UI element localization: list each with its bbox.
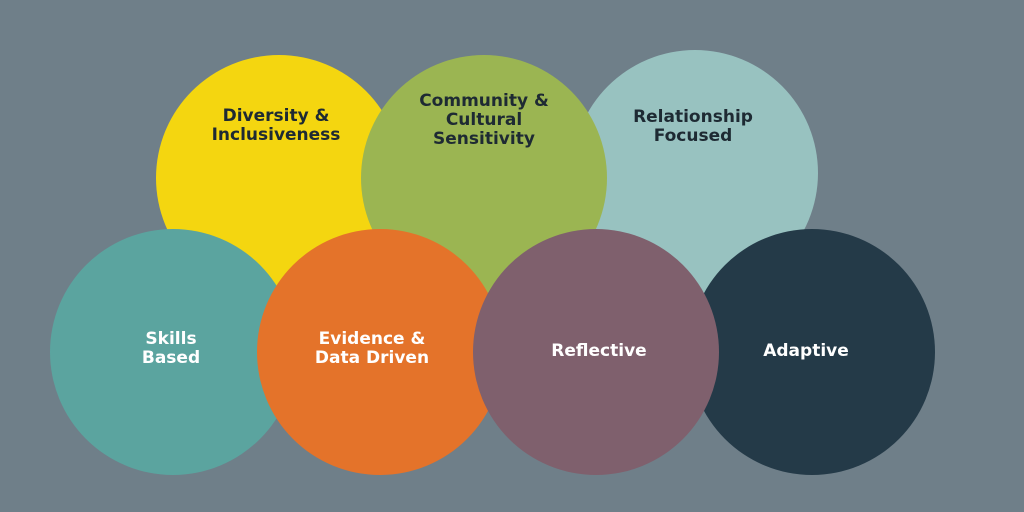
circle-label: Relationship Focused bbox=[633, 108, 753, 146]
label-line: Cultural bbox=[445, 109, 523, 130]
circle-label: Reflective bbox=[551, 340, 647, 361]
label-line: Relationship bbox=[633, 107, 753, 127]
label-line: Focused bbox=[653, 126, 733, 146]
circle-reflective: Reflective bbox=[473, 229, 719, 475]
label-line: Skills bbox=[145, 329, 197, 349]
label-line: Evidence & bbox=[318, 329, 426, 349]
label-line: Inclusiveness bbox=[211, 125, 341, 145]
circle-label: Diversity & Inclusiveness bbox=[212, 107, 341, 145]
label-line: Reflective bbox=[551, 340, 647, 361]
circle-label: Skills Based bbox=[142, 330, 200, 368]
circle-skills-based: Skills Based bbox=[50, 229, 296, 475]
label-line: Adaptive bbox=[763, 340, 849, 361]
label-line: Based bbox=[141, 348, 201, 368]
circle-adaptive: Adaptive bbox=[689, 229, 935, 475]
circle-label: Evidence & Data Driven bbox=[315, 330, 429, 368]
label-line: Community & bbox=[419, 90, 549, 111]
label-line: Data Driven bbox=[314, 348, 430, 368]
label-line: Sensitivity bbox=[433, 128, 535, 149]
label-line: Diversity & bbox=[222, 106, 330, 126]
circle-label: Adaptive bbox=[763, 340, 849, 361]
circle-evidence-data-driven: Evidence & Data Driven bbox=[257, 229, 503, 475]
circle-label: Community & Cultural Sensitivity bbox=[419, 90, 549, 149]
